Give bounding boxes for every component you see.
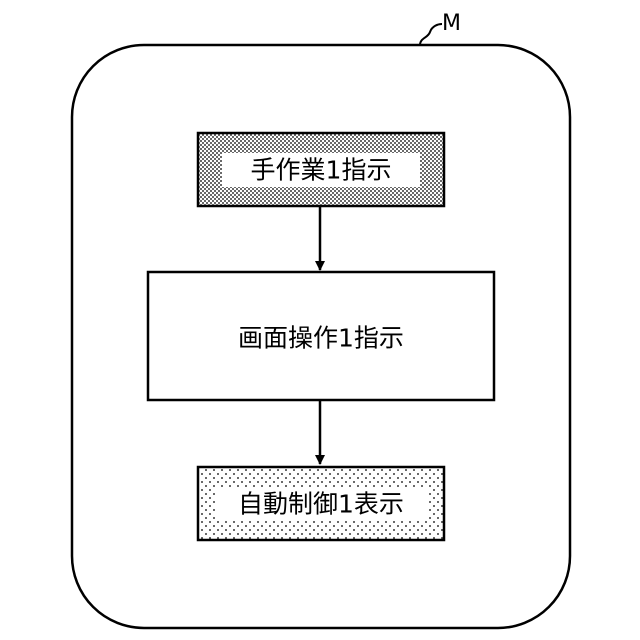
reference-leader-line	[420, 24, 442, 45]
step-label-screen-operation: 画面操作1指示	[238, 324, 404, 353]
step-label-auto-control: 自動制御1表示	[238, 490, 404, 519]
step-label-manual-instruction: 手作業1指示	[251, 156, 392, 185]
reference-label: M	[442, 11, 461, 36]
